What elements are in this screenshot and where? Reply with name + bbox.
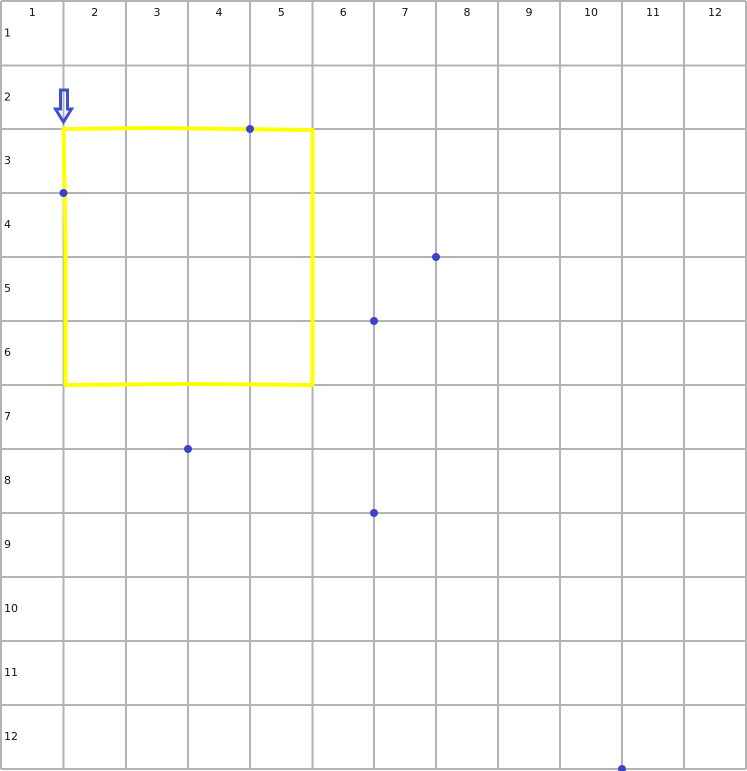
column-label: 1 (29, 6, 36, 19)
row-label: 7 (4, 410, 11, 423)
column-label: 5 (278, 6, 285, 19)
row-label: 10 (4, 602, 18, 615)
column-label: 9 (526, 6, 533, 19)
row-label: 4 (4, 218, 11, 231)
row-label: 1 (4, 26, 11, 39)
column-label: 8 (464, 6, 471, 19)
row-label: 9 (4, 538, 11, 551)
column-label: 11 (646, 6, 660, 19)
grid-point (370, 317, 378, 325)
row-label: 2 (4, 90, 11, 103)
down-arrow-icon (52, 88, 75, 125)
grid-point (59, 189, 68, 197)
column-label: 6 (340, 6, 347, 19)
column-label: 12 (708, 6, 722, 19)
grid-point (432, 253, 440, 261)
points-layer (59, 125, 626, 771)
row-label: 12 (4, 730, 18, 743)
column-label: 3 (154, 6, 161, 19)
row-label: 5 (4, 282, 11, 295)
column-label: 7 (402, 6, 409, 19)
column-label: 2 (91, 6, 98, 19)
grid-point (246, 125, 254, 133)
row-label: 11 (4, 666, 18, 679)
column-label: 10 (584, 6, 598, 19)
selection-rectangle (61, 126, 315, 387)
grid-point (184, 445, 192, 453)
grid-point (370, 509, 378, 517)
row-label: 8 (4, 474, 11, 487)
row-label: 3 (4, 154, 11, 167)
row-label: 6 (4, 346, 11, 359)
grid-point (618, 765, 626, 771)
column-label: 4 (216, 6, 223, 19)
